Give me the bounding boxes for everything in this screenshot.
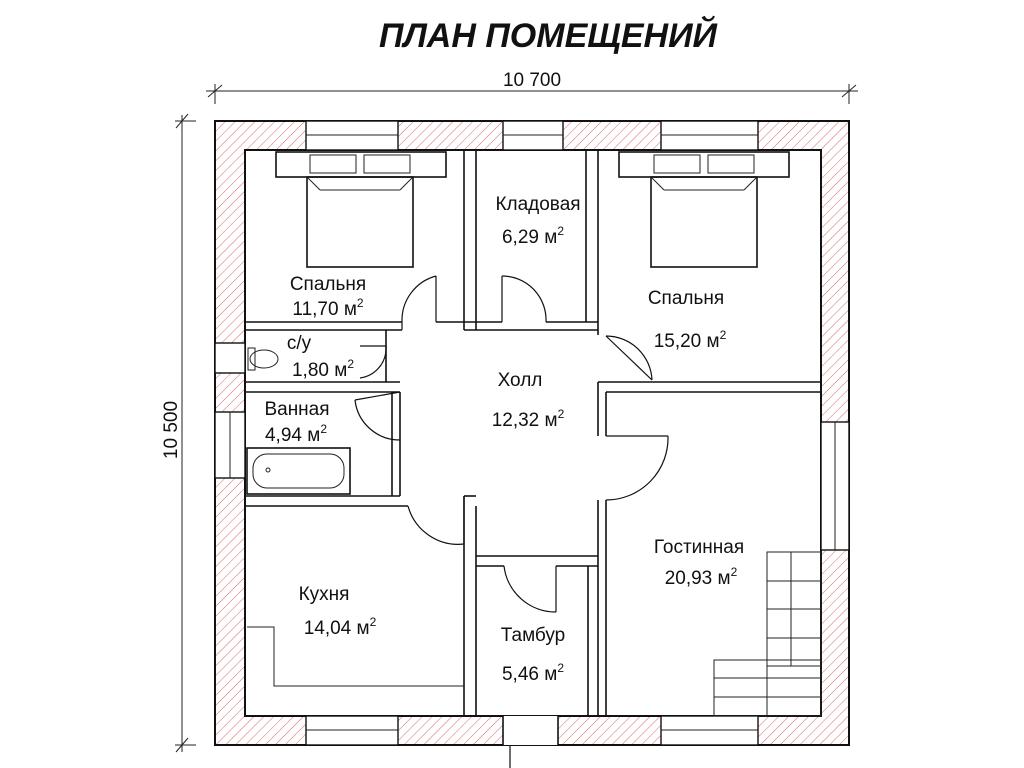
room-area: 5,46 м2: [502, 661, 564, 685]
room-area: 14,04 м2: [304, 615, 377, 639]
bathtub: [246, 447, 351, 495]
staircase: [713, 551, 822, 717]
room-name: Спальня: [290, 274, 366, 295]
room-name: Гостинная: [654, 537, 744, 558]
room-name: Кладовая: [495, 194, 580, 215]
bed-right: [618, 151, 790, 268]
room-bathroom: Ванная 4,94 м2: [264, 399, 329, 446]
room-area: 12,32 м2: [492, 407, 565, 431]
outer-walls: [214, 120, 850, 746]
width-label: 10 700: [503, 70, 561, 91]
room-area: 1,80 м2: [292, 357, 354, 381]
room-name: с/у: [287, 333, 312, 354]
doors: [354, 275, 669, 768]
room-name: Тамбур: [501, 625, 566, 646]
room-bedroom-1: Спальня 11,70 м2: [290, 274, 366, 320]
room-name: Холл: [498, 370, 543, 391]
room-area: 6,29 м2: [502, 224, 564, 248]
room-storage: Кладовая 6,29 м2: [495, 194, 580, 248]
toilet: [247, 347, 279, 371]
kitchen-counter: [247, 626, 464, 687]
room-area: 15,20 м2: [654, 328, 727, 352]
room-name: Спальня: [648, 288, 724, 309]
bed-left: [275, 151, 447, 268]
room-area: 11,70 м2: [292, 296, 363, 320]
plan-title: ПЛАН ПОМЕЩЕНИЙ: [379, 16, 719, 55]
width-dimension: 10 700: [206, 70, 858, 104]
room-vestibule: Тамбур 5,46 м2: [501, 625, 566, 685]
room-kitchen: Кухня 14,04 м2: [299, 584, 377, 639]
room-living: Гостинная 20,93 м2: [654, 537, 744, 589]
room-wc: с/у 1,80 м2: [287, 333, 354, 381]
room-name: Кухня: [299, 584, 350, 605]
room-area: 20,93 м2: [665, 565, 738, 589]
room-hall: Холл 12,32 м2: [492, 370, 565, 431]
room-area: 4,94 м2: [265, 422, 327, 446]
height-dimension: 10 500: [161, 113, 196, 753]
room-name: Ванная: [264, 399, 329, 420]
height-label: 10 500: [161, 401, 182, 459]
room-bedroom-2: Спальня 15,20 м2: [648, 288, 727, 352]
